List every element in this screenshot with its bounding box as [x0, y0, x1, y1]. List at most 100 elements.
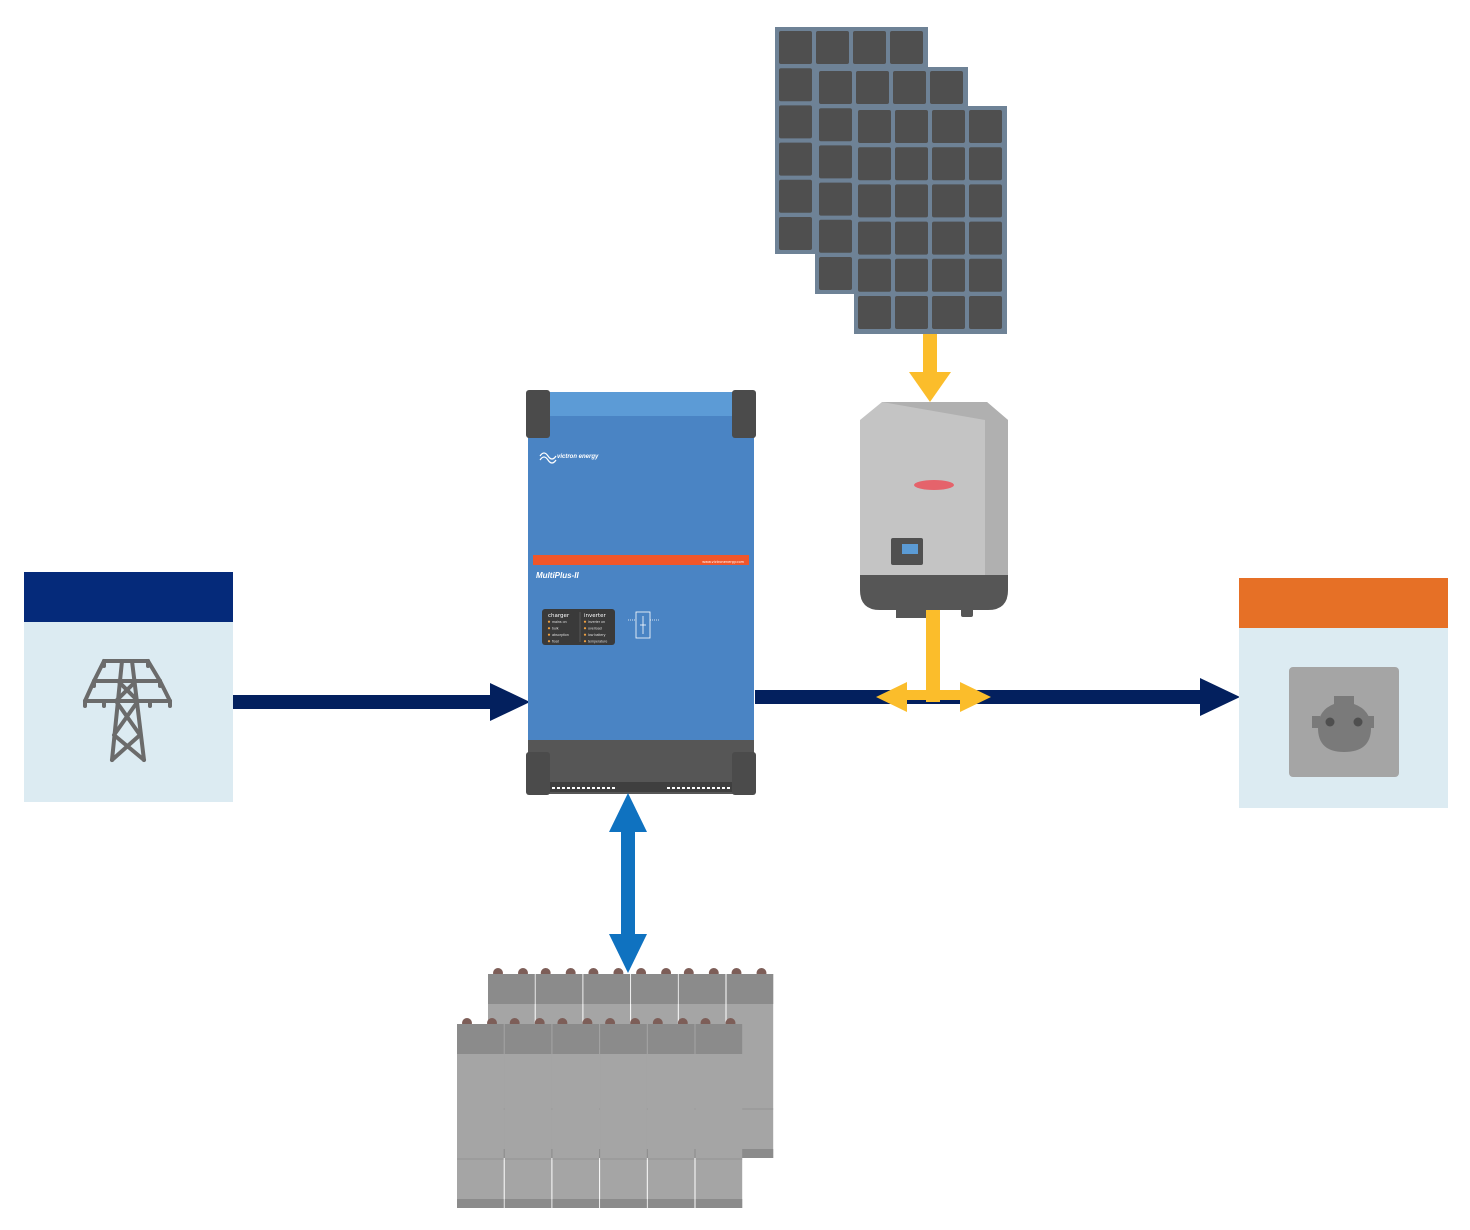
- solar-cell: [969, 147, 1002, 181]
- pv-ac-flow-arrow: [876, 610, 991, 712]
- solar-cell: [779, 142, 812, 176]
- inverter-brand: victron energy: [557, 454, 599, 460]
- solar-cell: [932, 147, 965, 181]
- battery-row-front: [457, 1018, 743, 1208]
- battery-lid: [504, 1024, 552, 1054]
- battery-lid: [600, 1024, 647, 1054]
- status-led-label: float: [552, 640, 559, 644]
- solar-panel-array: [775, 27, 1007, 334]
- status-led-label: absorption: [552, 633, 569, 637]
- solar-cell: [895, 110, 928, 143]
- status-led-label: mains on: [552, 620, 567, 624]
- status-led-label: overload: [588, 627, 602, 631]
- solar-cell: [779, 217, 812, 250]
- solar-cell: [895, 184, 928, 218]
- led-status-panel: charger inverter mains onbulkabsorptionf…: [542, 609, 615, 645]
- solar-panel-front: [854, 106, 1007, 334]
- battery-cell: [647, 1024, 695, 1208]
- solar-cell: [890, 31, 923, 64]
- solar-cell: [819, 71, 852, 104]
- solar-cell: [853, 31, 886, 64]
- solar-cell: [779, 105, 812, 139]
- solar-cell: [893, 71, 926, 104]
- battery-cell: [457, 1024, 504, 1208]
- ac-output-flow-arrow: [755, 678, 1240, 716]
- battery-cell: [600, 1024, 647, 1208]
- status-led-icon: [583, 640, 587, 643]
- load-header: [1239, 578, 1448, 628]
- solar-cell: [819, 219, 852, 253]
- battery-bank-icon: [457, 968, 774, 1208]
- battery-lid: [583, 974, 631, 1004]
- status-led-icon: [583, 627, 587, 630]
- status-led-label: temperature: [588, 640, 607, 644]
- battery-base: [695, 1199, 743, 1208]
- ac-input-flow-arrow: [233, 683, 530, 721]
- solar-cell: [779, 179, 812, 213]
- power-pylon-icon: [83, 659, 172, 762]
- wall-socket-icon: [1289, 667, 1399, 777]
- pv-dc-flow-arrow: [909, 334, 951, 402]
- solar-cell: [858, 147, 891, 181]
- solar-cell: [932, 184, 965, 218]
- solar-cell: [969, 221, 1002, 255]
- solar-cell: [932, 110, 965, 143]
- battery-lid: [678, 974, 726, 1004]
- battery-lid: [457, 1024, 504, 1054]
- charger-heading: charger: [548, 613, 570, 619]
- grid-panel: [24, 572, 233, 802]
- inverter-website: www.victronenergy.com: [702, 560, 744, 564]
- solar-cell: [895, 147, 928, 181]
- victron-logo-icon: [539, 452, 557, 464]
- solar-cell: [969, 184, 1002, 218]
- battery-base: [504, 1199, 552, 1208]
- solar-cell: [858, 184, 891, 218]
- grid-header: [24, 572, 233, 622]
- solar-cell: [858, 258, 891, 292]
- load-panel: [1239, 578, 1448, 808]
- inverter-stripe: [533, 555, 749, 565]
- solar-cell: [930, 71, 963, 104]
- solar-cell: [895, 221, 928, 255]
- battery-lid: [647, 1024, 695, 1054]
- solar-cell: [779, 68, 812, 102]
- battery-lid: [535, 974, 583, 1004]
- battery-base: [552, 1199, 600, 1208]
- battery-base: [647, 1199, 695, 1208]
- inverter-model: MultiPlus-II: [536, 571, 579, 580]
- status-led-label: inverter on: [588, 620, 605, 624]
- inverter-charger: victron energy www.victronenergy.com Mul…: [526, 390, 756, 795]
- battery-base: [457, 1199, 504, 1208]
- solar-cell: [858, 221, 891, 255]
- battery-cell: [504, 1024, 552, 1208]
- solar-cell: [816, 31, 849, 64]
- pv-inverter-logo-icon: [914, 480, 954, 490]
- pv-inverter: [860, 402, 1008, 618]
- battery-cell: [695, 1024, 743, 1208]
- dc-battery-flow-arrow: [609, 793, 647, 973]
- solar-cell: [969, 296, 1002, 329]
- status-led-icon: [547, 640, 551, 643]
- battery-lid: [631, 974, 678, 1004]
- solar-cell: [779, 31, 812, 64]
- status-led-label: low battery: [588, 633, 606, 637]
- solar-cell: [819, 182, 852, 216]
- battery-cell: [552, 1024, 600, 1208]
- status-led-label: bulk: [552, 627, 559, 631]
- solar-cell: [969, 258, 1002, 292]
- solar-cell: [819, 145, 852, 179]
- battery-base: [600, 1199, 647, 1208]
- battery-lid: [552, 1024, 600, 1054]
- solar-cell: [932, 221, 965, 255]
- battery-lid: [695, 1024, 743, 1054]
- solar-cell: [969, 110, 1002, 143]
- solar-cell: [932, 258, 965, 292]
- solar-cell: [932, 296, 965, 329]
- solar-cell: [895, 296, 928, 329]
- status-led-icon: [547, 620, 551, 623]
- status-led-icon: [583, 633, 587, 636]
- solar-cell: [819, 257, 852, 290]
- battery-lid: [488, 974, 535, 1004]
- battery-base: [726, 1149, 774, 1158]
